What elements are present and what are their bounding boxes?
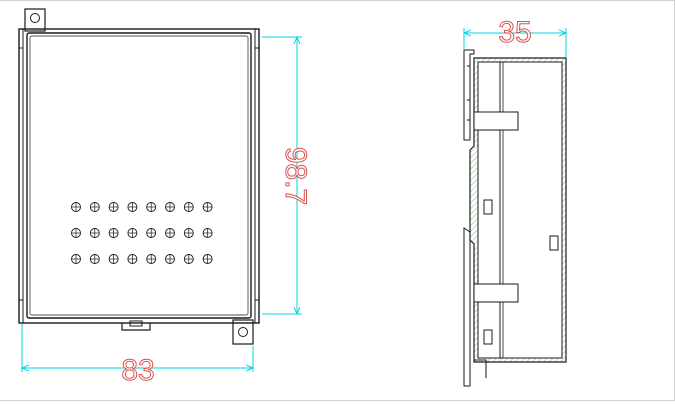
led-indicator xyxy=(202,228,213,238)
mounting-tab-top-left xyxy=(24,8,46,32)
led-indicator xyxy=(89,228,100,238)
front-view xyxy=(18,8,260,345)
led-indicator xyxy=(127,254,138,264)
led-indicator xyxy=(183,228,194,238)
din-clip xyxy=(121,320,151,331)
led-indicator xyxy=(183,254,194,264)
led-indicator xyxy=(146,254,157,264)
led-indicator xyxy=(165,202,175,212)
led-indicator xyxy=(108,202,119,212)
led-indicator xyxy=(202,254,213,264)
housing-outline xyxy=(18,28,260,324)
led-indicator xyxy=(127,202,138,212)
internal-structure xyxy=(473,62,559,358)
led-indicator xyxy=(165,254,175,264)
led-indicator xyxy=(108,254,119,264)
led-indicator xyxy=(165,228,175,238)
led-indicator xyxy=(183,202,194,212)
height-dimension: 98.7 xyxy=(262,37,313,314)
led-indicator xyxy=(146,228,157,238)
led-indicator xyxy=(71,254,81,264)
depth-dimension-text: 35 xyxy=(498,16,531,49)
led-indicator xyxy=(202,202,213,212)
height-dimension-text: 98.7 xyxy=(279,147,312,205)
led-grid xyxy=(71,202,213,264)
mounting-tab-bottom-right xyxy=(232,319,254,345)
led-indicator xyxy=(89,254,100,264)
front-panel xyxy=(26,32,252,319)
led-indicator xyxy=(146,202,157,212)
led-indicator xyxy=(89,202,100,212)
led-indicator xyxy=(71,228,81,238)
width-dimension-text: 83 xyxy=(121,354,154,387)
side-view xyxy=(463,49,567,387)
width-dimension: 83 xyxy=(22,324,253,388)
top-border xyxy=(0,0,675,1)
led-indicator xyxy=(71,202,81,212)
depth-dimension: 35 xyxy=(464,16,566,58)
led-indicator xyxy=(108,228,119,238)
led-indicator xyxy=(127,228,138,238)
